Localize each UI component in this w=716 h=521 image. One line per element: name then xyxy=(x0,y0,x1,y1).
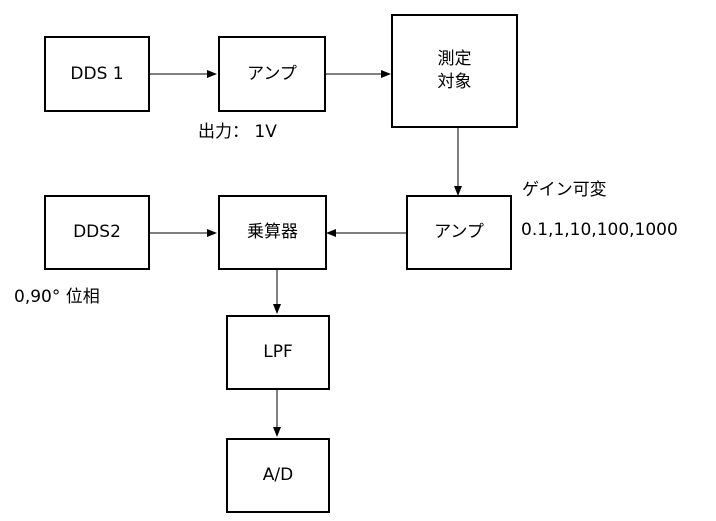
gain-values-label: 0.1,1,10,100,1000 xyxy=(521,220,678,240)
output-label: 出力： 1V xyxy=(198,122,277,142)
amp-top-block: アンプ xyxy=(218,36,326,112)
gain-title-label: ゲイン可変 xyxy=(522,180,607,200)
dds1-block: DDS 1 xyxy=(44,36,150,112)
measurement-target-block: 測定 対象 xyxy=(391,14,518,128)
lpf-block: LPF xyxy=(226,315,330,390)
phase-label: 0,90° 位相 xyxy=(14,287,100,307)
ad-block: A/D xyxy=(226,438,330,513)
dds2-block: DDS2 xyxy=(44,195,150,270)
amp-bottom-block: アンプ xyxy=(406,195,512,270)
multiplier-block: 乗算器 xyxy=(218,195,327,270)
